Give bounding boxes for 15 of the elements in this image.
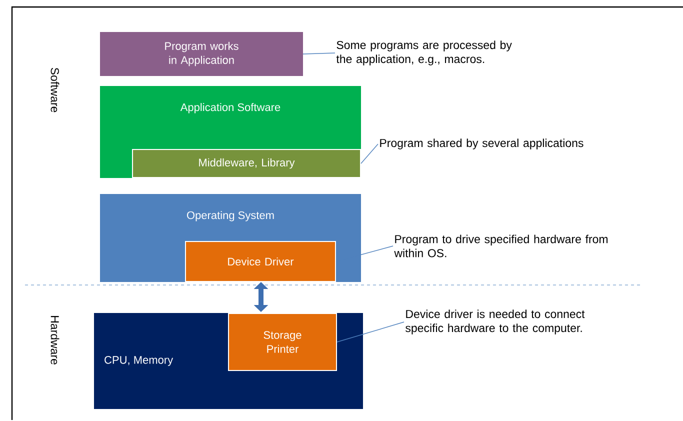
callout-text: Device driver is needed to connect specific hardware to the computer. xyxy=(406,310,585,334)
process-box: Program works in Application xyxy=(100,32,303,76)
leader-line xyxy=(336,322,404,342)
callout-text: Program shared by several applications xyxy=(380,138,584,150)
leader-line xyxy=(336,246,394,262)
process-box: Storage Printer xyxy=(228,313,337,371)
callout-text: Some programs are processed by the application, e.g., macros. xyxy=(336,40,512,66)
side-label: Hardware xyxy=(50,316,60,364)
leader-line xyxy=(360,144,378,164)
callout-text: Program to drive specified hardware from within OS. xyxy=(394,234,608,258)
process-box: Middleware, Library xyxy=(132,149,361,178)
double-arrow xyxy=(254,282,268,312)
leader-line xyxy=(302,52,336,54)
side-label: Software xyxy=(50,68,60,112)
process-box: Device Driver xyxy=(185,241,336,282)
